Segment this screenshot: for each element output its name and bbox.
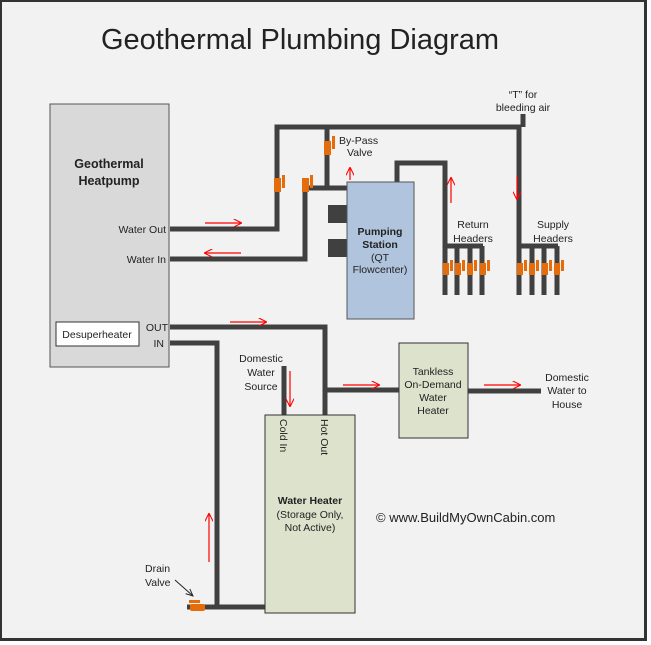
- pump-connector-bottom: [328, 239, 348, 257]
- return-headers-label-2: Headers: [453, 233, 493, 245]
- pump-connector-top: [328, 205, 348, 223]
- pumping-station-title-1: Pumping: [358, 226, 403, 238]
- desuperheater-box: [55, 321, 140, 347]
- water-out-label: Water Out: [119, 224, 167, 236]
- water-heater-sub-2: Not Active): [285, 522, 336, 534]
- flow-arrows: [205, 168, 520, 562]
- bypass-valve-icon: [324, 136, 335, 155]
- supply-headers-label-1: Supply: [537, 219, 570, 231]
- drain-valve-icon: [189, 600, 205, 611]
- bleed-tee-label-1: “T” for: [509, 89, 538, 101]
- pumping-station-sub-1: (QT: [371, 252, 390, 264]
- heatpump-title-2: Heatpump: [78, 174, 139, 188]
- heatpump-title-1: Geothermal: [74, 157, 143, 171]
- pipe-desuperheater-in: [170, 340, 220, 607]
- drain-valve-label-1: Drain: [145, 563, 170, 575]
- desuperheater-in-label: IN: [154, 338, 165, 350]
- desuperheater-out-label: OUT: [146, 322, 169, 334]
- pipe-station-return: [394, 160, 448, 295]
- water-heater-tank: [264, 414, 356, 614]
- copyright-text: © www.BuildMyOwnCabin.com: [376, 510, 555, 525]
- water-heater-title: Water Heater: [278, 495, 342, 507]
- valves: [189, 136, 564, 611]
- return-header-valves-icon: [443, 260, 490, 275]
- pumping-station-title-2: Station: [362, 239, 398, 251]
- drain-valve-label-2: Valve: [145, 577, 171, 589]
- pumping-station-sub-2: Flowcenter): [353, 264, 408, 276]
- domestic-house-label-2: Water to: [547, 385, 586, 397]
- domestic-source-label-1: Domestic: [239, 353, 283, 365]
- domestic-house-label-1: Domestic: [545, 372, 589, 384]
- pipe-desuperheater-out: [170, 324, 328, 415]
- water-in-label: Water In: [127, 254, 166, 266]
- supply-headers-label-2: Headers: [533, 233, 573, 245]
- water-heater-sub-1: (Storage Only,: [277, 509, 344, 521]
- desuperheater-label: Desuperheater: [62, 329, 132, 341]
- supply-header-valves-icon: [517, 260, 564, 275]
- page-title: Geothermal Plumbing Diagram: [101, 24, 499, 56]
- domestic-source-label-2: Water: [247, 367, 275, 379]
- drain-valve-pointer: [174, 579, 193, 596]
- domestic-house-label-3: House: [552, 399, 583, 411]
- hot-out-label: Hot Out: [318, 419, 330, 455]
- bypass-label-2: Valve: [347, 147, 373, 159]
- valve-water-in-icon: [302, 175, 313, 192]
- pumping-station: [346, 181, 415, 320]
- return-headers-label-1: Return: [457, 219, 489, 231]
- domestic-source-label-3: Source: [244, 381, 277, 393]
- tankless-label-1: Tankless: [413, 366, 454, 378]
- valve-water-out-icon: [274, 175, 285, 192]
- bypass-label-1: By-Pass: [339, 135, 378, 147]
- tankless-label-3: Water: [419, 392, 447, 404]
- bleed-tee-label-2: bleeding air: [496, 102, 551, 114]
- cold-in-label: Cold In: [277, 419, 289, 452]
- tankless-label-4: Heater: [417, 405, 449, 417]
- tankless-label-2: On-Demand: [404, 379, 461, 391]
- tankless-heater: [398, 342, 469, 439]
- pipe-water-out: [170, 124, 522, 295]
